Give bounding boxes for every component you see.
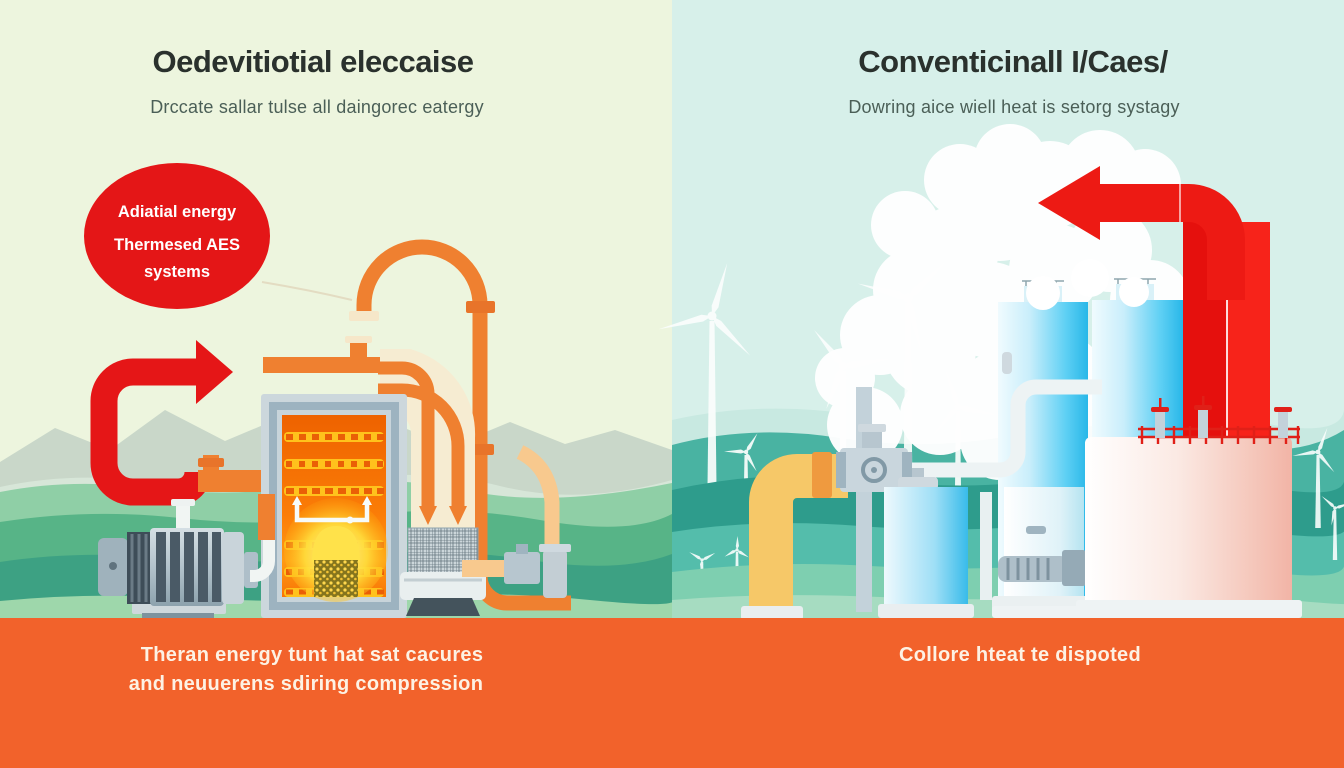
left-panel-title: Oedevitiotial eleccaise	[152, 44, 474, 79]
heat-dissipation-tank	[1076, 396, 1302, 618]
callout-leader-line	[261, 281, 353, 301]
gray-valve	[504, 552, 540, 584]
compressor-top-pipe	[176, 506, 190, 532]
thermal-storage-furnace	[261, 394, 407, 618]
right-panel-subtitle: Dowring aice wiell heat is setorg systag…	[848, 97, 1180, 117]
compressor-unit	[98, 494, 275, 618]
pump-motor	[998, 556, 1068, 582]
waste-heat-arrow	[1038, 166, 1245, 300]
compressor-outlet-pipe	[250, 538, 275, 582]
callout-line-2: Thermesed AES	[114, 236, 240, 254]
pump-head	[1062, 550, 1086, 586]
arrow-head-left	[1038, 166, 1100, 240]
interconnect-pipe	[908, 379, 1102, 478]
side-pipework	[462, 445, 571, 598]
tank-top-valve	[1274, 407, 1292, 438]
wind-turbine	[1292, 427, 1335, 528]
down-arrow	[449, 506, 467, 525]
tank-top-valve	[1194, 396, 1212, 438]
bottom-banner	[0, 618, 1344, 768]
down-arrow	[419, 506, 437, 525]
valve-wheel	[861, 457, 887, 483]
compressor-fins	[156, 532, 221, 602]
right-caption: Collore hteat te dispoted	[899, 644, 1141, 666]
pebble-bed	[314, 560, 358, 597]
adiabatic-caes-panel	[0, 0, 675, 618]
process-cylinder	[878, 468, 974, 618]
pipe-collar	[466, 301, 495, 313]
internal-heat-pipe	[292, 496, 372, 524]
pipe-collar	[812, 452, 832, 498]
left-caption-line-2: and neuuerens sdiring compression	[128, 673, 484, 695]
right-panel-title: Conventicinall I/Caes/	[858, 44, 1168, 79]
conventional-caes-panel	[658, 0, 1344, 620]
left-caption-line-1: Theran energy tunt hat sat cacures	[140, 644, 484, 666]
filter-pedestal	[406, 598, 480, 616]
wind-turbine	[658, 263, 751, 528]
arrow-head-right	[196, 340, 233, 404]
pipe-flange	[349, 311, 379, 321]
return-arch-pipe	[349, 239, 571, 611]
hot-air-loop-arrow	[90, 340, 233, 506]
furnace-top-header-pipe	[263, 336, 400, 373]
callout-line-1: Adiatial energy	[117, 203, 237, 221]
left-panel-subtitle: Drccate sallar tulse all daingorec eater…	[150, 97, 484, 117]
compressor-to-furnace-pipe	[198, 455, 270, 492]
gray-fitting	[543, 550, 567, 598]
callout-line-3: systems	[143, 263, 211, 281]
glow-dome	[312, 526, 360, 562]
adiabatic-callout-bubble	[84, 163, 270, 309]
relief-valve	[1002, 352, 1012, 374]
valve-lever	[1026, 526, 1046, 534]
yellow-inlet-pipe	[741, 452, 848, 620]
hot-air-duct	[378, 349, 476, 528]
tank-top-valve	[1151, 398, 1169, 438]
